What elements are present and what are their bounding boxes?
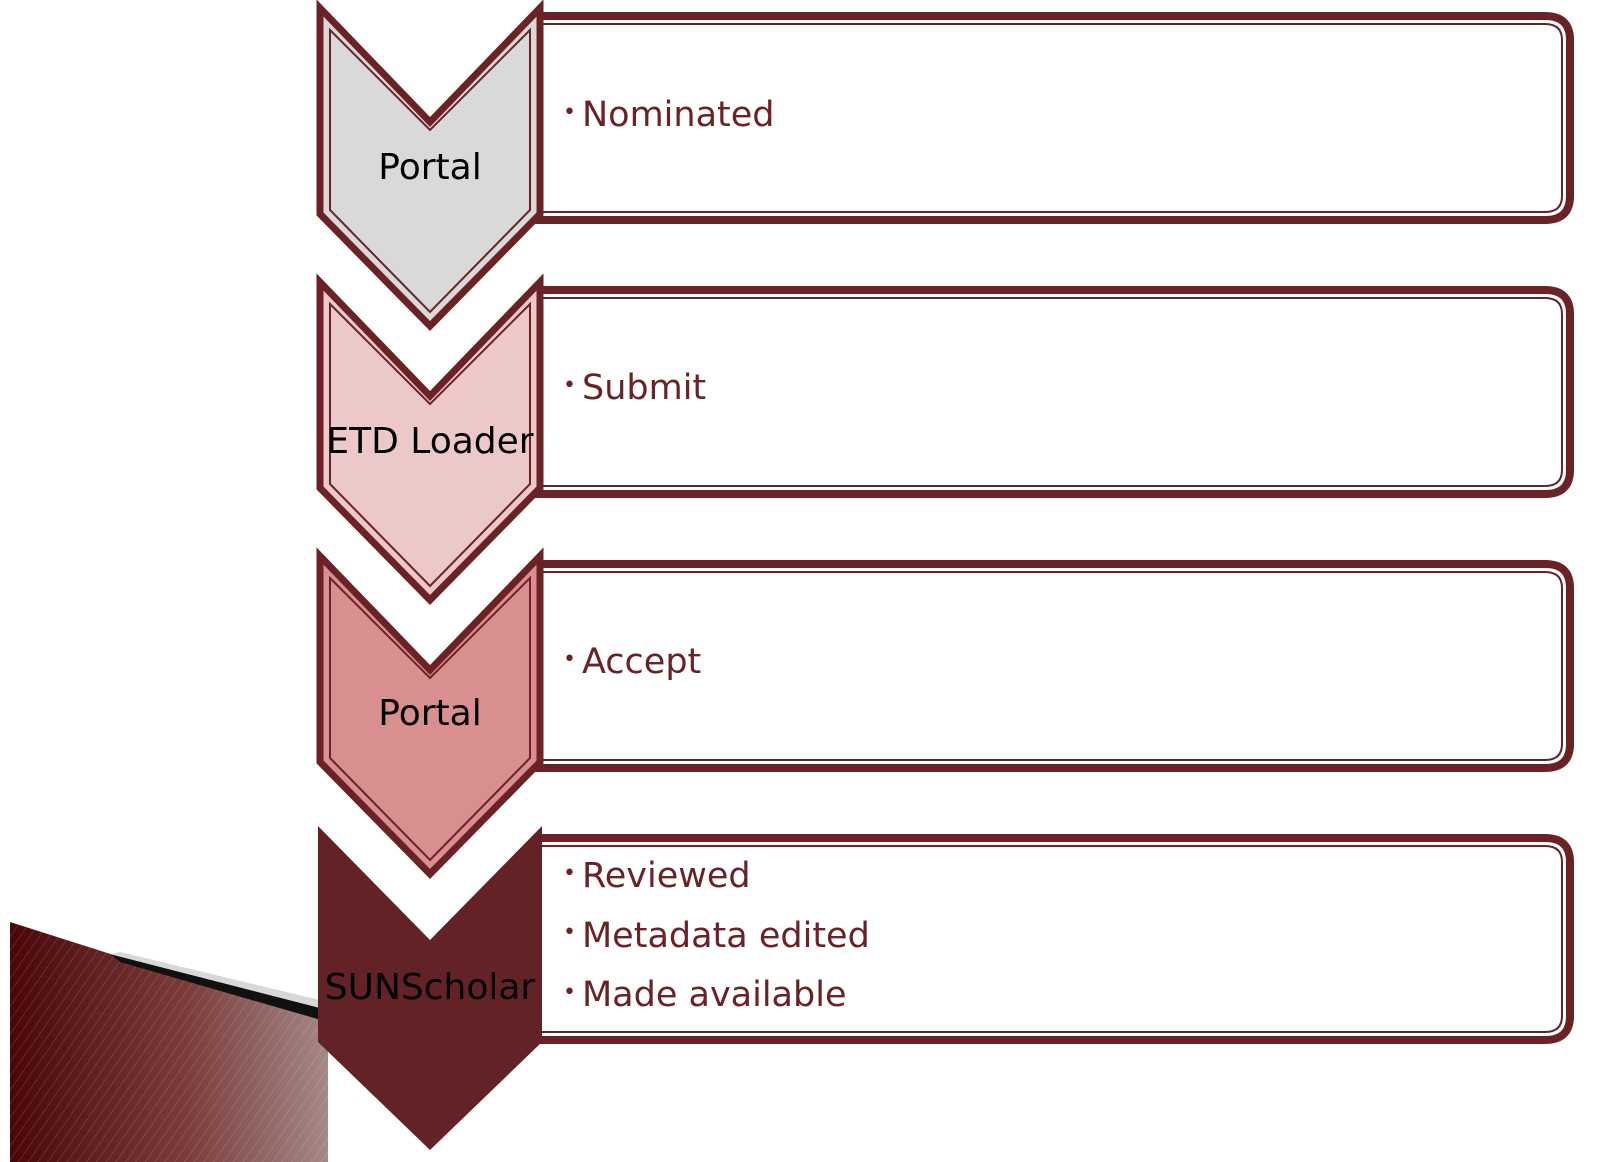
step-3-shapes [316,547,1574,879]
bullet-item: •Reviewed [563,856,751,896]
step-1-shapes [316,0,1574,331]
step-1-chevron [316,0,544,331]
step-3-label: Portal [378,693,482,734]
step-2: ETD Loader •Submit [0,0,1600,605]
step-3-chevron [316,547,544,879]
step-3: Portal •Accept [0,0,1600,879]
decorative-corner-graphic [10,922,328,1162]
step-4-chevron [318,826,542,1150]
bullet-item: •Nominated [563,95,775,135]
step-3-box [534,560,1574,772]
bullet-item: •Made available [563,975,847,1015]
bullet-item: •Accept [563,642,702,682]
step-1-label: Portal [378,147,482,188]
step-4-bullets: •Reviewed •Metadata edited •Made availab… [563,847,870,1026]
step-4-label: SUNScholar [324,967,536,1008]
step-1: Portal •Nominated [0,0,1600,331]
step-2-shapes [316,273,1574,605]
step-2-chevron [316,273,544,605]
step-1-bullets: •Nominated [563,86,775,146]
step-1-box [534,12,1574,224]
step-4-box [534,834,1574,1044]
bullet-item: •Submit [563,368,707,408]
step-3-bullets: •Accept [563,633,701,693]
step-2-label: ETD Loader [326,421,534,462]
step-2-bullets: •Submit [563,359,706,419]
bullet-item: •Metadata edited [563,915,870,956]
step-2-box [534,286,1574,498]
